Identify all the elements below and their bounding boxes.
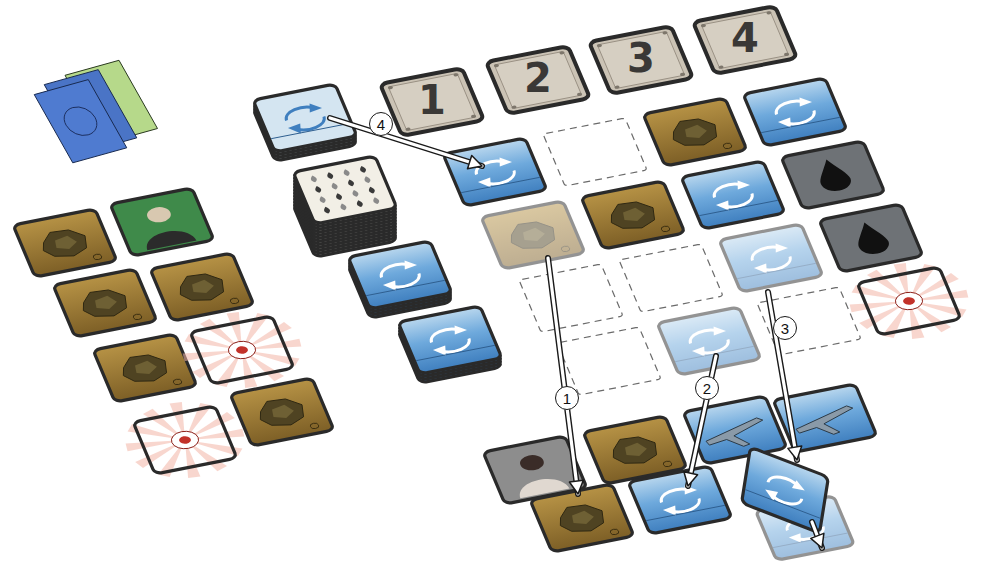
blue-tile [681, 161, 785, 229]
grey-tile [819, 204, 923, 272]
deck-tile [253, 84, 357, 152]
blue-tile [742, 447, 829, 533]
callout-number: 4 [369, 112, 393, 136]
header-tile [486, 46, 590, 114]
header-tile [693, 6, 797, 74]
drops-tile [293, 156, 397, 224]
discard-arrow [811, 522, 824, 548]
blue-tile [398, 306, 502, 374]
header-number: 4 [726, 15, 764, 61]
brown-tile [150, 253, 254, 321]
move-arrow [330, 118, 482, 169]
callout-text: 1 [563, 391, 571, 406]
grey-tile [781, 141, 885, 209]
money-bills [29, 60, 163, 163]
column-number: 3 [627, 38, 655, 78]
brown-tile [581, 181, 685, 249]
callout-number: 1 [555, 386, 579, 410]
green-tile [110, 188, 214, 256]
column-number: 4 [731, 18, 759, 58]
blue-tile [657, 307, 761, 375]
header-tile [589, 26, 693, 94]
red-tile [836, 253, 982, 348]
move-arrow [548, 258, 583, 494]
dashed-tile [519, 264, 623, 332]
blue-tile [443, 138, 547, 206]
brown-tile [643, 98, 747, 166]
dashed-tile [543, 118, 647, 186]
header-tile [380, 68, 484, 136]
blue-tile [628, 466, 732, 534]
callout-number: 2 [695, 376, 719, 400]
brown-tile [53, 269, 157, 337]
brown-tile [93, 334, 197, 402]
header-number: 2 [519, 55, 557, 101]
brown-tile [13, 209, 117, 277]
brown-tile [530, 484, 634, 552]
header-number: 3 [622, 35, 660, 81]
move-arrow [684, 356, 716, 486]
column-number: 2 [524, 58, 552, 98]
dashed-tile [557, 327, 661, 395]
move-arrow [768, 292, 802, 460]
callout-text: 3 [781, 321, 789, 336]
blue-tile [348, 241, 452, 309]
header-number: 1 [413, 77, 451, 123]
brown-tile [230, 378, 334, 446]
callout-number: 3 [773, 316, 797, 340]
dashed-tile [619, 244, 723, 312]
blue-tile [743, 78, 847, 146]
callout-text: 2 [703, 381, 711, 396]
callout-text: 4 [377, 117, 385, 132]
brown-tile [481, 201, 585, 269]
column-number: 1 [418, 80, 446, 120]
blue-tile [719, 224, 823, 292]
